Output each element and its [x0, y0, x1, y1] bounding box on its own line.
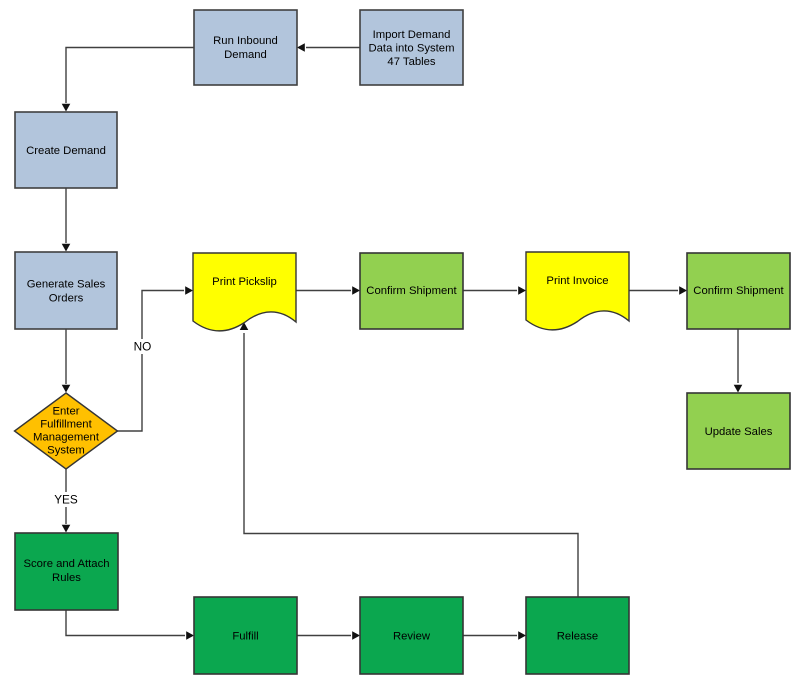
- svg-text:Run Inbound: Run Inbound: [213, 35, 278, 47]
- svg-text:Confirm Shipment: Confirm Shipment: [693, 285, 784, 297]
- svg-text:Data into System: Data into System: [368, 43, 454, 55]
- svg-text:NO: NO: [134, 340, 152, 354]
- svg-text:Create Demand: Create Demand: [26, 145, 106, 157]
- svg-text:System: System: [47, 445, 85, 457]
- svg-text:Management: Management: [33, 432, 100, 444]
- svg-text:Confirm Shipment: Confirm Shipment: [366, 285, 457, 297]
- svg-text:Update Sales: Update Sales: [705, 426, 773, 438]
- svg-text:Review: Review: [393, 631, 431, 643]
- svg-text:Rules: Rules: [52, 572, 81, 584]
- svg-text:Release: Release: [557, 631, 598, 643]
- svg-text:Import Demand: Import Demand: [373, 29, 451, 41]
- svg-text:Orders: Orders: [49, 293, 84, 305]
- svg-text:Print Invoice: Print Invoice: [546, 275, 608, 287]
- svg-text:YES: YES: [54, 493, 78, 507]
- svg-text:47 Tables: 47 Tables: [387, 56, 436, 68]
- svg-text:Generate Sales: Generate Sales: [27, 279, 106, 291]
- svg-text:Fulfillment: Fulfillment: [40, 419, 92, 431]
- svg-text:Demand: Demand: [224, 49, 267, 61]
- svg-text:Score and Attach: Score and Attach: [23, 558, 109, 570]
- svg-text:Fulfill: Fulfill: [232, 631, 258, 643]
- svg-text:Enter: Enter: [52, 406, 79, 418]
- svg-text:Print Pickslip: Print Pickslip: [212, 276, 277, 288]
